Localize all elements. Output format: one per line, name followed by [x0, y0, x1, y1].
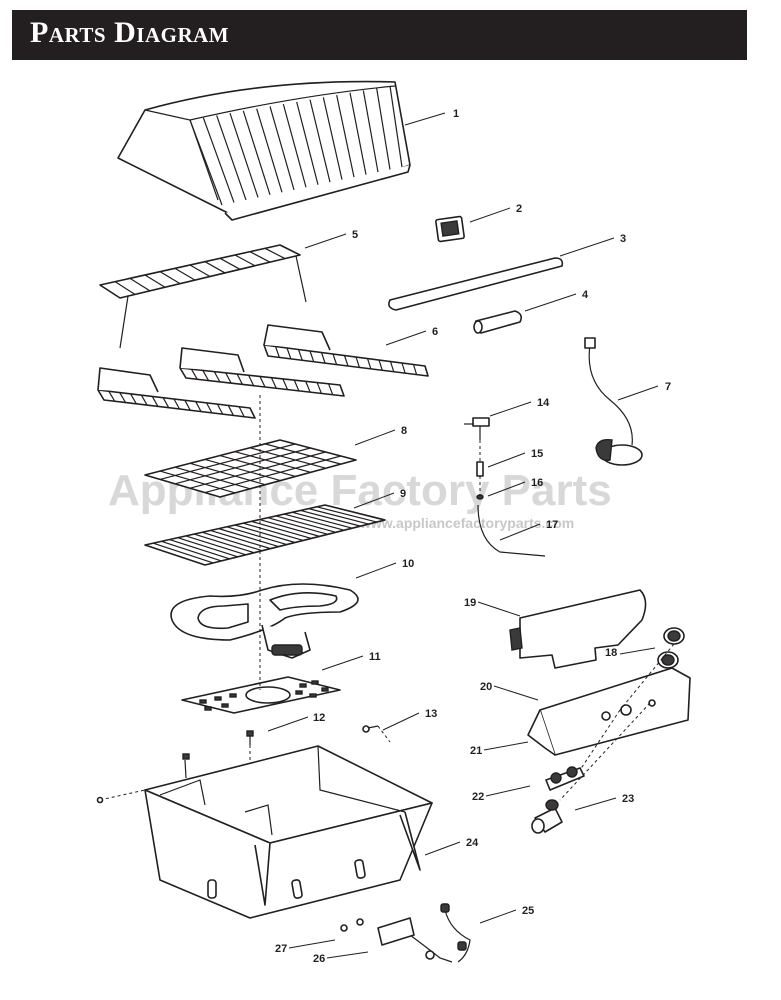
callout-leader-20 — [493, 685, 539, 701]
callout-label-10: 10 — [402, 558, 414, 570]
part-cooking-grid[interactable] — [144, 504, 386, 566]
callout-leader-24 — [424, 841, 461, 856]
part-warming-rack[interactable] — [99, 244, 307, 349]
callout-label-7: 7 — [665, 381, 671, 393]
callout-leader-6 — [385, 330, 427, 346]
callout-label-17: 17 — [546, 519, 558, 531]
part-temperature-gauge[interactable] — [435, 215, 465, 243]
callout-leader-18 — [619, 647, 656, 655]
callout-label-11: 11 — [369, 651, 381, 663]
part-module-screws[interactable] — [340, 918, 364, 932]
callout-label-4: 4 — [582, 289, 589, 301]
callout-leader-4 — [524, 293, 577, 312]
part-screw-11[interactable] — [246, 730, 254, 745]
callout-leader-9 — [353, 492, 395, 509]
callout-leader-1 — [404, 112, 446, 126]
callout-leader-11 — [321, 655, 364, 671]
callout-label-20: 20 — [480, 681, 492, 693]
callout-label-18: 18 — [605, 647, 617, 659]
callout-label-22: 22 — [472, 791, 484, 803]
callout-label-6: 6 — [432, 326, 438, 338]
callout-label-3: 3 — [620, 233, 626, 245]
part-valve-manifold[interactable] — [545, 766, 585, 791]
part-briquette-trays[interactable] — [97, 324, 429, 419]
part-control-panel-shield[interactable] — [509, 589, 647, 669]
callout-label-24: 24 — [466, 837, 479, 849]
part-gas-valve[interactable] — [531, 799, 563, 834]
callout-label-15: 15 — [531, 448, 543, 460]
callout-leader-17 — [499, 523, 541, 541]
part-control-panel[interactable] — [527, 643, 691, 801]
callout-label-16: 16 — [531, 477, 543, 489]
callout-label-25: 25 — [522, 905, 534, 917]
callout-leader-21 — [483, 741, 529, 751]
callout-label-23: 23 — [622, 793, 634, 805]
callout-leader-23 — [574, 797, 617, 811]
callout-leader-14 — [489, 401, 532, 417]
callout-leader-12 — [267, 716, 309, 732]
callout-leader-16 — [487, 481, 526, 497]
page-title: Parts Diagram — [30, 16, 230, 49]
callout-label-26: 26 — [313, 953, 325, 965]
part-igniter-module[interactable] — [377, 917, 415, 946]
callout-leader-10 — [355, 562, 397, 579]
callout-label-12: 12 — [313, 712, 325, 724]
callout-leader-22 — [485, 785, 531, 797]
part-regulator-hose[interactable] — [584, 337, 643, 466]
part-grill-base[interactable] — [96, 745, 433, 919]
part-burner-plate[interactable] — [181, 676, 341, 714]
callout-label-8: 8 — [401, 425, 407, 437]
callout-leader-25 — [479, 909, 517, 924]
callout-leader-3 — [559, 237, 615, 257]
callout-leader-8 — [354, 429, 396, 446]
callout-label-21: 21 — [470, 745, 482, 757]
callout-label-5: 5 — [352, 229, 358, 241]
callout-label-14: 14 — [537, 397, 550, 409]
callout-leader-13 — [382, 712, 420, 731]
part-short-tube[interactable] — [473, 310, 522, 334]
callout-label-13: 13 — [425, 708, 437, 720]
watermark-url: www.appliancefactoryparts.com — [359, 515, 574, 531]
part-bolt-12[interactable] — [362, 725, 379, 733]
part-heat-shield-tube[interactable] — [388, 257, 564, 311]
part-igniter-wire[interactable] — [477, 504, 546, 557]
callout-label-2: 2 — [516, 203, 522, 215]
part-igniter-wires[interactable] — [409, 903, 471, 963]
callout-leader-15 — [487, 452, 526, 468]
callout-label-27: 27 — [275, 943, 287, 955]
part-briquette-grate[interactable] — [144, 439, 357, 498]
part-igniter-electrode[interactable] — [464, 417, 490, 440]
part-igniter-clip[interactable] — [476, 494, 484, 500]
callout-label-9: 9 — [400, 488, 406, 500]
callout-label-19: 19 — [464, 597, 476, 609]
part-control-knobs[interactable] — [657, 627, 685, 669]
part-igniter-spacer[interactable] — [476, 461, 484, 477]
header-bar: Parts Diagram — [12, 10, 747, 60]
callout-leader-26 — [326, 951, 369, 959]
callout-leader-5 — [304, 233, 347, 249]
part-burner[interactable] — [170, 583, 359, 659]
part-lid[interactable] — [117, 80, 411, 221]
callout-leader-27 — [288, 939, 336, 949]
callout-leader-2 — [469, 207, 511, 223]
callout-leader-19 — [477, 601, 521, 617]
callout-label-1: 1 — [453, 108, 459, 120]
callout-leader-7 — [617, 385, 659, 401]
